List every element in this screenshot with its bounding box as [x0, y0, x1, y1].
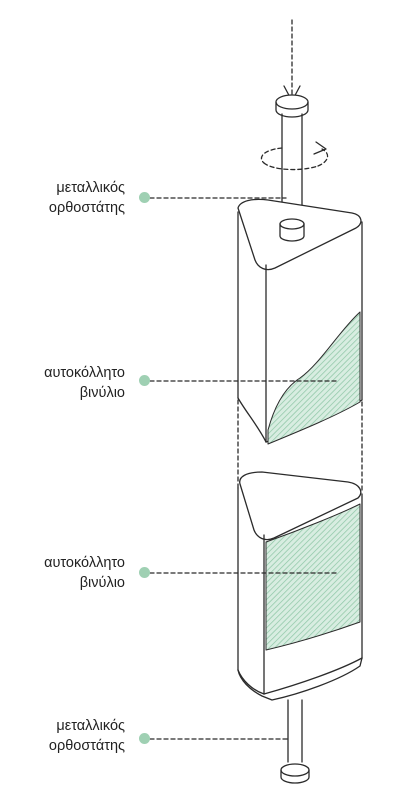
leader-lines [149, 197, 337, 740]
bottom-pole [280, 699, 310, 784]
label-line: βινύλιο [79, 575, 125, 591]
label-line: αυτοκόλλητο [44, 365, 125, 381]
label-lower-vinyl: αυτοκόλλητο βινύλιο [44, 553, 125, 593]
segment-gap-lines [237, 399, 363, 493]
top-pole-cap [275, 94, 309, 118]
label-line: μεταλλικός [56, 180, 125, 196]
leader-dot-upper-vinyl [139, 375, 150, 386]
rotation-arrow-icon [260, 141, 329, 171]
label-line: ορθοστάτης [48, 738, 125, 754]
lower-vinyl [265, 503, 361, 651]
label-top-pole: μεταλλικός ορθοστάτης [49, 178, 125, 218]
leader-dot-bottom-pole [139, 733, 150, 744]
upper-vinyl [267, 311, 361, 445]
label-line: αυτοκόλλητο [44, 555, 125, 571]
downward-arrow-icon [283, 19, 301, 102]
label-line: μεταλλικός [56, 718, 125, 734]
label-line: βινύλιο [79, 385, 125, 401]
leader-dot-top-pole [139, 192, 150, 203]
lower-prism [237, 471, 363, 701]
label-bottom-pole: μεταλλικός ορθοστάτης [49, 716, 125, 756]
top-pole [281, 113, 303, 211]
label-line: ορθοστάτης [48, 200, 125, 216]
label-upper-vinyl: αυτοκόλλητο βινύλιο [44, 363, 125, 403]
leader-dot-lower-vinyl [139, 567, 150, 578]
